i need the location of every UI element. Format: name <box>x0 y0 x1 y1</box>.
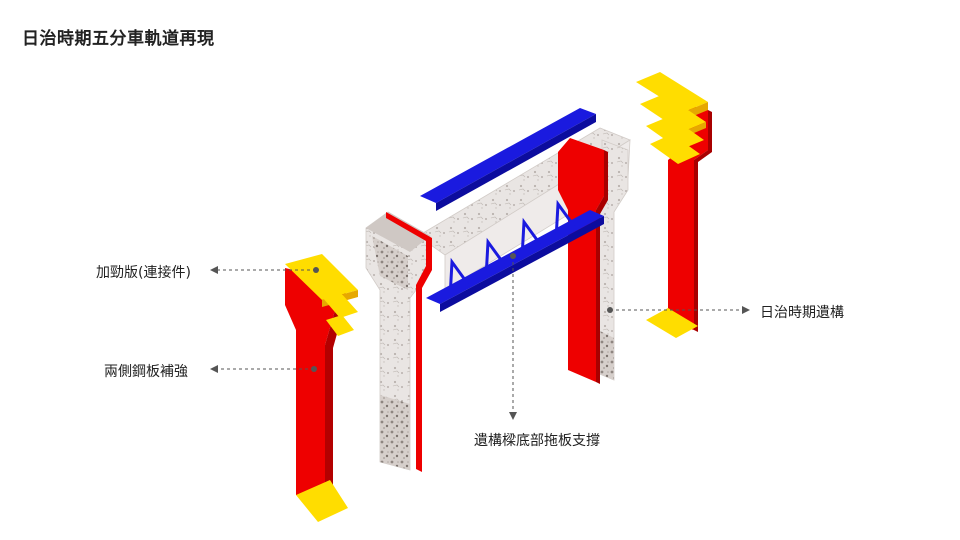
right-stiffener-3 <box>646 116 704 150</box>
left-steel-plate-assembly <box>285 254 358 522</box>
right-base-plate <box>646 308 698 338</box>
left-base-plate <box>296 480 348 522</box>
blue-stiffener-1 <box>448 257 470 299</box>
right-stiffener-4 <box>650 134 700 164</box>
leader-historic-structure-dot <box>607 307 613 313</box>
leader-lines <box>210 253 750 420</box>
frame-right-steel-plate-edge <box>596 150 608 384</box>
label-steel-plates: 兩側鋼板補強 <box>104 364 188 380</box>
left-steel-plate-edge <box>325 280 346 506</box>
left-steel-plate <box>285 268 338 503</box>
frame-left-steel-plate <box>386 212 432 472</box>
left-stiffener-low <box>326 315 354 336</box>
lower-blue-beam-side <box>440 216 604 312</box>
diagram-title: 日治時期五分車軌道再現 <box>22 29 215 49</box>
frame-right-steel-plate <box>558 138 604 382</box>
left-stiffener-mid <box>322 292 358 318</box>
label-bottom-support: 遺構樑底部拖板支撐 <box>474 433 600 449</box>
frame-steel-plates <box>386 138 608 472</box>
label-stiffener: 加勁版(連接件) <box>96 265 191 281</box>
label-historic-structure: 日治時期遺構 <box>760 305 844 321</box>
concrete-left-capital-rubble <box>372 236 408 290</box>
concrete-left-column-top <box>366 212 430 252</box>
upper-blue-beam-side <box>436 114 596 211</box>
blue-stiffener-3 <box>520 217 542 259</box>
upper-blue-beam-top <box>420 108 596 203</box>
right-stiffener-2 <box>640 94 706 132</box>
blue-stiffener-2 <box>484 237 506 279</box>
blue-stiffener-4 <box>554 199 576 241</box>
leader-bottom-support-dot <box>510 253 516 259</box>
leader-stiffener-dot <box>313 267 319 273</box>
concrete-left-base-rubble <box>380 395 410 470</box>
right-stiffener-1 <box>636 72 708 112</box>
right-steel-plate-assembly <box>636 72 712 338</box>
leader-steel-plates-dot <box>311 366 317 372</box>
left-stiffener-top <box>285 254 358 300</box>
